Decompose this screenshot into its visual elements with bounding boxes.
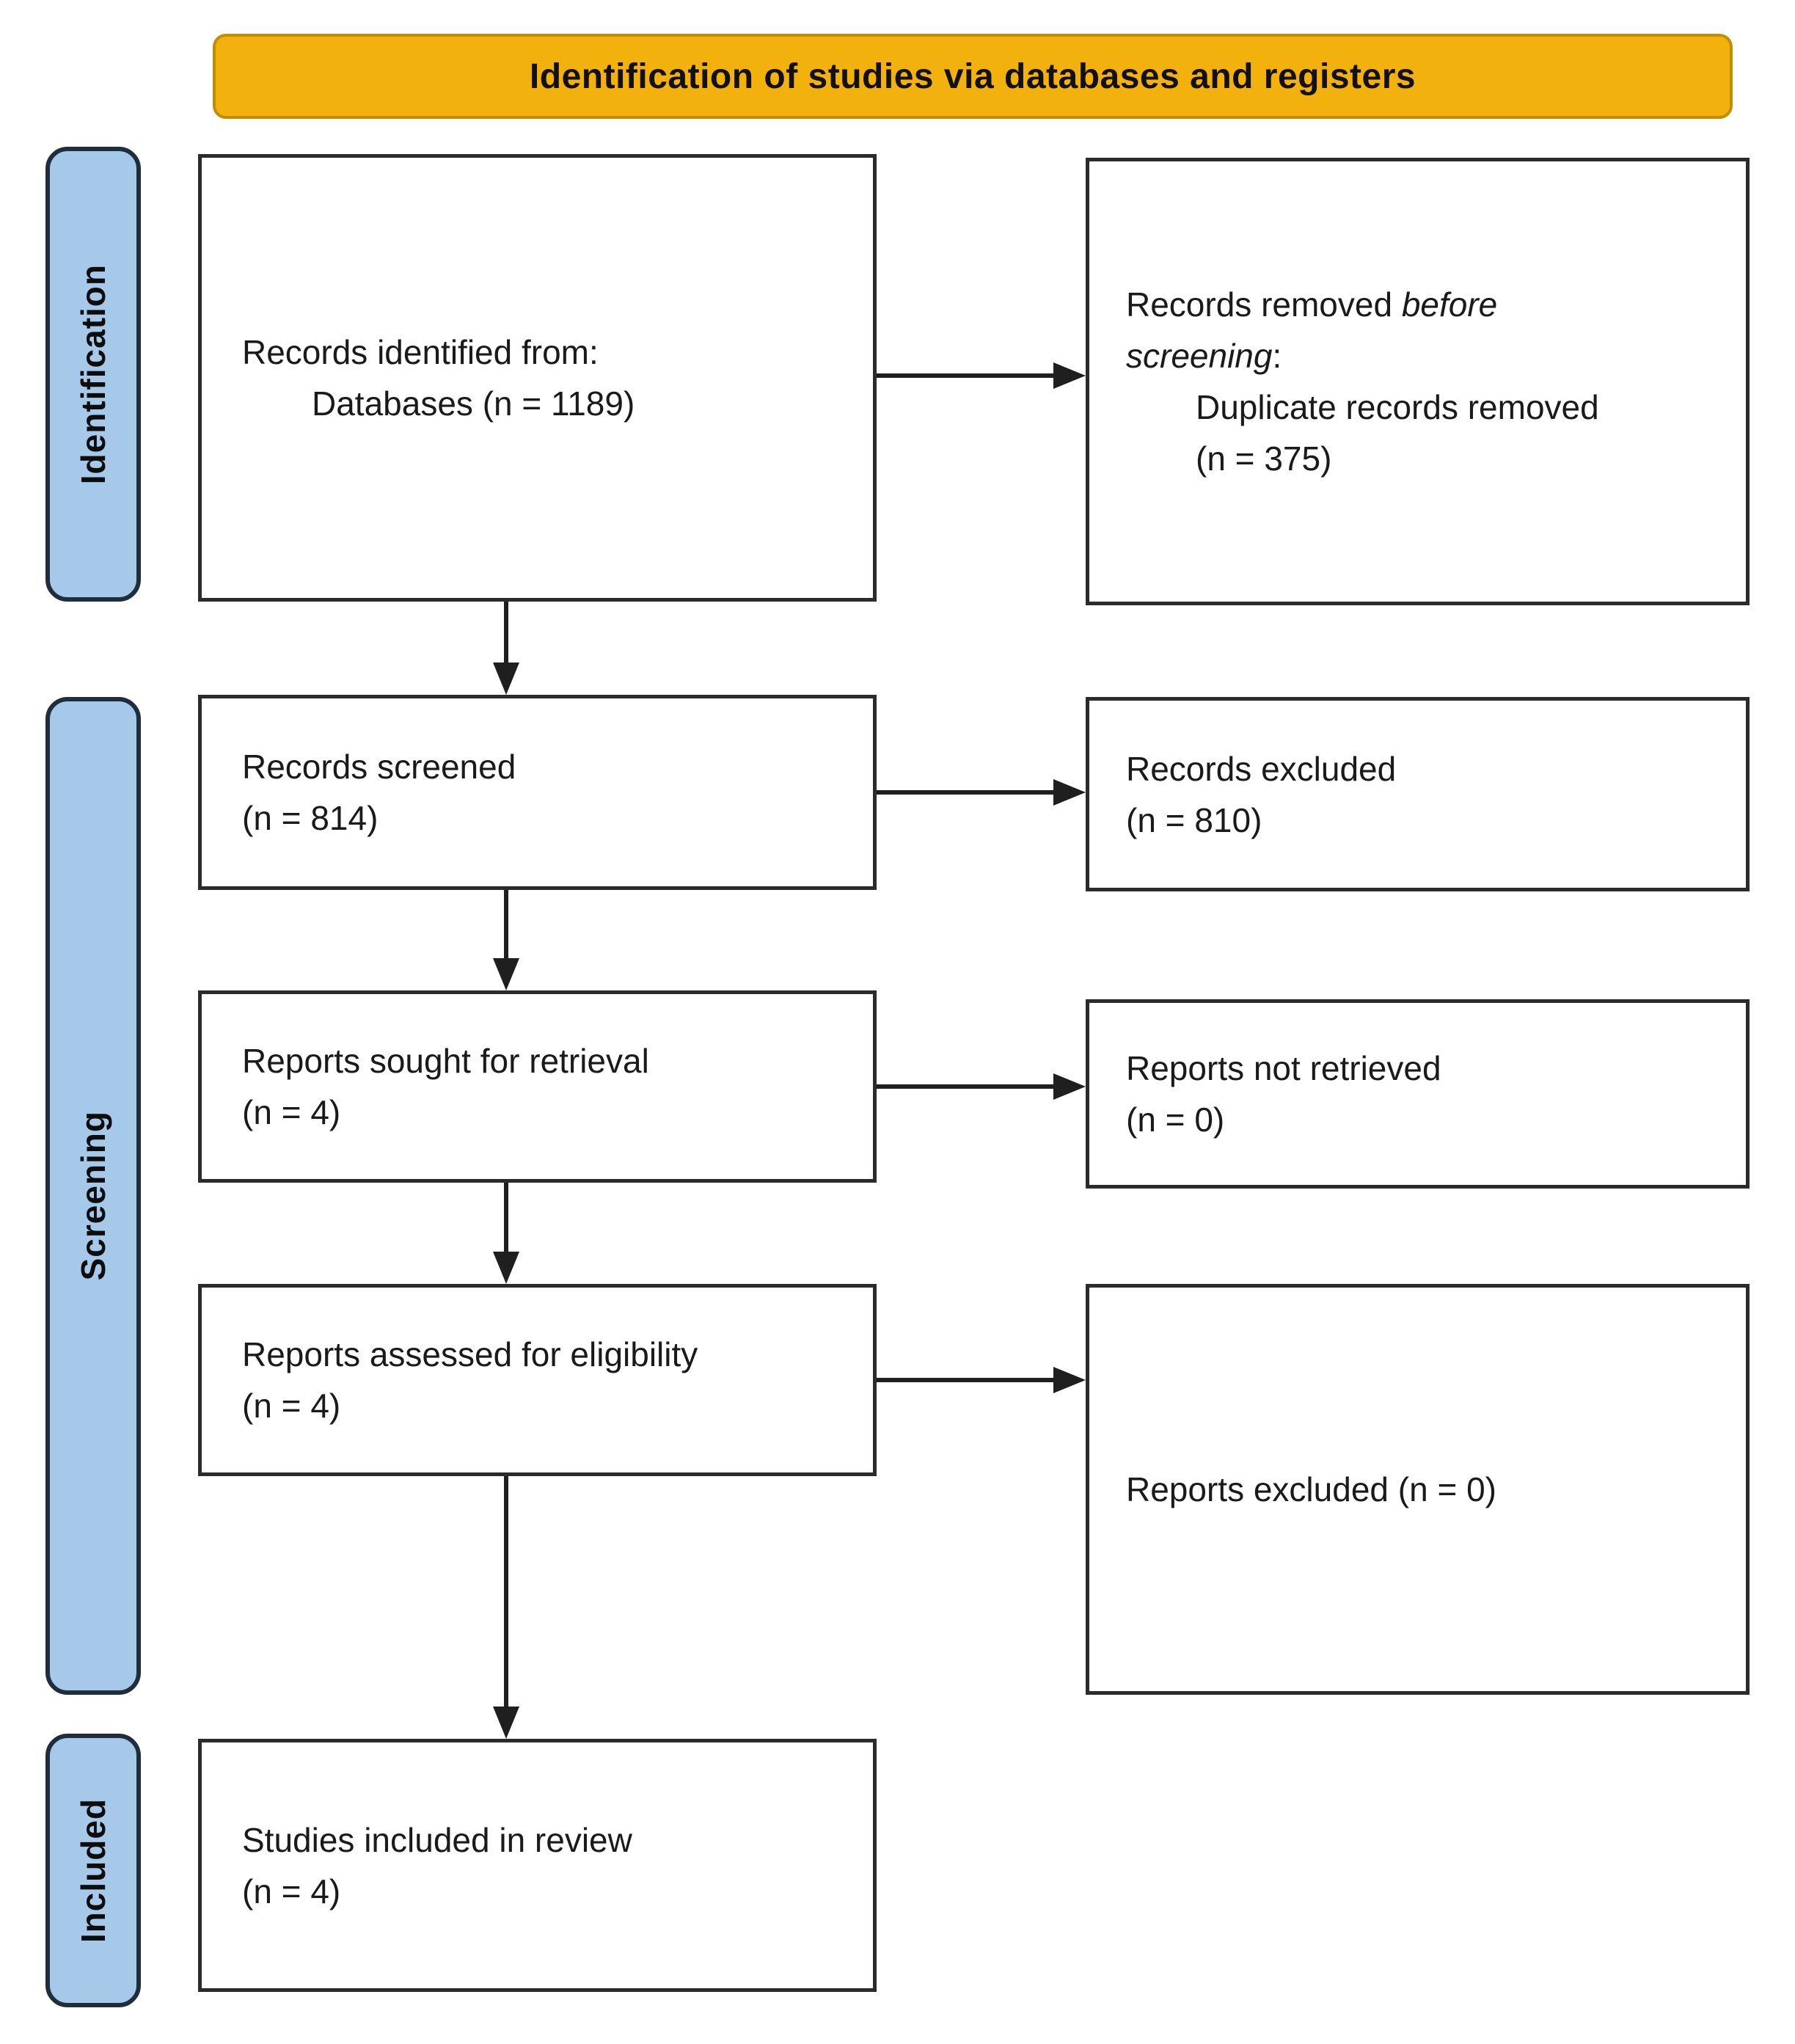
text-line: (n = 810) bbox=[1126, 800, 1262, 839]
arrow-down-sought-to-assessed bbox=[504, 1183, 508, 1252]
box-reports-sought: Reports sought for retrieval (n = 4) bbox=[198, 990, 877, 1183]
stage-bar-screening: Screening bbox=[45, 697, 141, 1695]
text-line: Reports sought for retrieval bbox=[242, 1042, 649, 1080]
box-reports-not-retrieved: Reports not retrieved (n = 0) bbox=[1086, 999, 1750, 1189]
arrow-right-identified-to-removed bbox=[877, 373, 1053, 378]
box-records-screened-text: Records screened (n = 814) bbox=[202, 741, 538, 844]
arrow-down-identified-to-screened bbox=[504, 602, 508, 663]
text-line: (n = 375) bbox=[1196, 439, 1332, 478]
box-records-excluded: Records excluded (n = 810) bbox=[1086, 697, 1750, 891]
text-fragment-italic: screening bbox=[1126, 337, 1273, 375]
box-records-removed-text: Records removed before screening: Duplic… bbox=[1089, 279, 1621, 484]
box-records-identified-text: Records identified from: Databases (n = … bbox=[202, 326, 657, 429]
box-studies-included: Studies included in review (n = 4) bbox=[198, 1739, 877, 1992]
text-line: Duplicate records removed bbox=[1196, 388, 1599, 426]
arrow-down-assessed-to-included bbox=[504, 1476, 508, 1707]
box-records-identified: Records identified from: Databases (n = … bbox=[198, 154, 877, 602]
stage-label-screening: Screening bbox=[74, 1111, 112, 1281]
box-records-excluded-text: Records excluded (n = 810) bbox=[1089, 743, 1418, 846]
text-line: Databases (n = 1189) bbox=[312, 384, 635, 423]
text-line: Reports excluded (n = 0) bbox=[1126, 1470, 1496, 1508]
box-records-removed: Records removed before screening: Duplic… bbox=[1086, 158, 1750, 605]
text-line: (n = 0) bbox=[1126, 1101, 1225, 1139]
box-reports-assessed: Reports assessed for eligibility (n = 4) bbox=[198, 1284, 877, 1476]
text-line: Records identified from: bbox=[242, 333, 599, 371]
banner: Identification of studies via databases … bbox=[213, 34, 1733, 119]
text-line: (n = 4) bbox=[242, 1093, 341, 1131]
arrow-right-screened-to-excluded bbox=[877, 790, 1053, 795]
text-fragment: Records removed bbox=[1126, 285, 1402, 324]
box-records-screened: Records screened (n = 814) bbox=[198, 695, 877, 890]
text-line: (n = 4) bbox=[242, 1872, 341, 1910]
box-studies-included-text: Studies included in review (n = 4) bbox=[202, 1814, 654, 1917]
text-line: Studies included in review bbox=[242, 1820, 632, 1859]
arrow-down-screened-to-sought bbox=[504, 890, 508, 958]
text-line: Reports assessed for eligibility bbox=[242, 1335, 698, 1373]
text-line: (n = 814) bbox=[242, 799, 379, 837]
banner-label: Identification of studies via databases … bbox=[529, 56, 1416, 96]
box-reports-excluded: Reports excluded (n = 0) bbox=[1086, 1284, 1750, 1695]
stage-bar-included: Included bbox=[45, 1734, 141, 2007]
arrow-right-sought-to-not-retrieved bbox=[877, 1084, 1053, 1089]
stage-label-identification: Identification bbox=[74, 263, 112, 485]
box-reports-not-retrieved-text: Reports not retrieved (n = 0) bbox=[1089, 1043, 1463, 1145]
text-line: (n = 4) bbox=[242, 1387, 341, 1425]
text-line: Records excluded bbox=[1126, 749, 1397, 788]
box-reports-sought-text: Reports sought for retrieval (n = 4) bbox=[202, 1035, 671, 1138]
text-fragment: : bbox=[1272, 337, 1282, 375]
box-reports-assessed-text: Reports assessed for eligibility (n = 4) bbox=[202, 1329, 720, 1431]
box-reports-excluded-text: Reports excluded (n = 0) bbox=[1089, 1464, 1518, 1515]
text-line: Reports not retrieved bbox=[1126, 1049, 1441, 1087]
text-line: Records removed before bbox=[1126, 279, 1599, 330]
stage-bar-identification: Identification bbox=[45, 147, 141, 602]
text-line: screening: bbox=[1126, 330, 1599, 382]
arrow-right-assessed-to-reports-excluded bbox=[877, 1378, 1053, 1382]
stage-label-included: Included bbox=[74, 1797, 112, 1943]
text-fragment-italic: before bbox=[1401, 285, 1498, 324]
text-line: Records screened bbox=[242, 748, 516, 786]
